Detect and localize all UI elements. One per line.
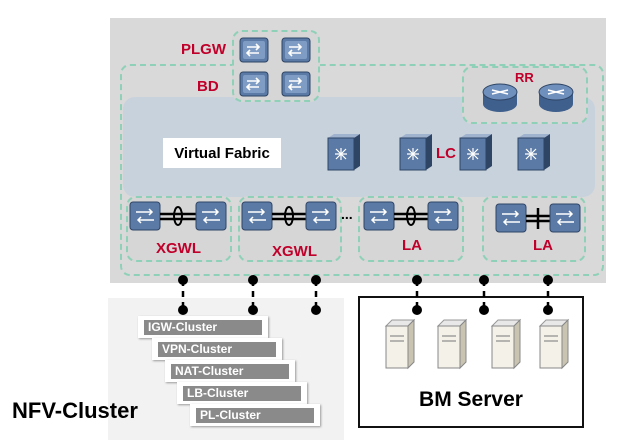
switch-icon: [195, 201, 227, 231]
switch-icon: [241, 201, 273, 231]
cluster-name: LB-Cluster: [183, 386, 301, 401]
switch-icon: [495, 203, 527, 233]
router-icon: [538, 83, 574, 112]
lc-switch-icon: [459, 134, 492, 171]
xgwl-label-1: XGWL: [156, 240, 201, 257]
nfv-cluster-label: NFV-Cluster: [12, 398, 138, 423]
lc-switch-icon: [327, 134, 360, 171]
cluster-name: VPN-Cluster: [158, 342, 276, 357]
connector-dot: [412, 305, 422, 315]
plgw-label: PLGW: [181, 41, 226, 58]
route-reflector-icons: [482, 83, 574, 112]
la-label-2: LA: [533, 237, 553, 254]
lc-label: LC: [436, 145, 456, 162]
server-icon: [490, 318, 522, 370]
bm-server-label: BM Server: [419, 388, 523, 411]
more-gateways-ellipsis: ...: [341, 206, 353, 222]
connector-dot: [311, 305, 321, 315]
lc-switch-icon: [399, 134, 432, 171]
cluster-card-nat: NAT-Cluster: [165, 360, 295, 382]
link-bundle: [160, 206, 196, 226]
link-bundle: [394, 206, 428, 226]
bd-label: BD: [197, 78, 219, 95]
switch-icon: [239, 71, 269, 97]
cluster-card-vpn: VPN-Cluster: [152, 338, 282, 360]
la-label-1: LA: [402, 237, 422, 254]
cluster-name: NAT-Cluster: [171, 364, 289, 379]
cluster-card-lb: LB-Cluster: [177, 382, 307, 404]
router-icon: [482, 83, 518, 112]
link-bundle: [272, 206, 306, 226]
connector-dot: [178, 305, 188, 315]
cluster-name: PL-Cluster: [196, 408, 314, 423]
switch-icon: [239, 37, 269, 63]
cluster-card-pl: PL-Cluster: [190, 404, 320, 426]
connector-dot: [543, 275, 553, 285]
connector-dot: [178, 275, 188, 285]
connector-dot: [543, 305, 553, 315]
plgw-bd-switch-icons: [239, 37, 311, 97]
rr-group: [462, 66, 588, 124]
cluster-card-igw: IGW-Cluster: [138, 316, 268, 338]
switch-icon: [549, 203, 581, 233]
switch-icon: [305, 201, 337, 231]
connector-dot: [248, 305, 258, 315]
line-card-icons: [327, 134, 550, 171]
server-icon: [436, 318, 468, 370]
network-domain-outline: [120, 64, 604, 276]
switch-icon: [427, 201, 459, 231]
rr-label: RR: [515, 70, 534, 85]
switch-icon: [281, 37, 311, 63]
lc-switch-icon: [517, 134, 550, 171]
server-icon: [538, 318, 570, 370]
connector-dot: [412, 275, 422, 285]
connector-dot: [479, 305, 489, 315]
xgwl-label-2: XGWL: [272, 243, 317, 260]
switch-icon: [281, 71, 311, 97]
switch-icon: [363, 201, 395, 231]
cluster-name: IGW-Cluster: [144, 320, 262, 335]
connector-dot: [248, 275, 258, 285]
gateway-switch-icons: [129, 201, 581, 233]
virtual-fabric-label: Virtual Fabric: [163, 138, 281, 168]
server-icons: [384, 318, 570, 370]
server-icon: [384, 318, 416, 370]
plgw-bd-group: [232, 30, 320, 102]
link-bundle: [526, 208, 550, 229]
connector-dot: [479, 275, 489, 285]
switch-icon: [129, 201, 161, 231]
connector-dot: [311, 275, 321, 285]
